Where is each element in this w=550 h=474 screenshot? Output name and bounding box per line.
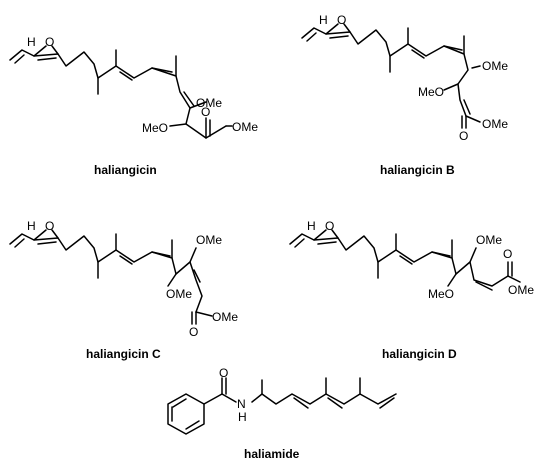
atom-ome-ester: OMe bbox=[232, 120, 258, 134]
atom-o-epoxide: O bbox=[337, 13, 346, 27]
structure-haliangicin-b: H O OMe MeO O OMe bbox=[301, 13, 508, 143]
compound-label-haliangicin-d: haliangicin D bbox=[382, 347, 457, 361]
structure-haliamide: O N H bbox=[167, 366, 397, 435]
atom-o-epoxide: O bbox=[45, 219, 54, 233]
atom-ome-ester: OMe bbox=[212, 310, 238, 324]
atom-h: H bbox=[27, 219, 36, 233]
compound-label-haliangicin: haliangicin bbox=[94, 163, 157, 177]
atom-o-epoxide: O bbox=[45, 35, 54, 49]
structure-haliangicin-d: H O OMe MeO O OMe bbox=[289, 219, 534, 301]
atom-ome-upper: OMe bbox=[476, 233, 502, 247]
atom-meo: MeO bbox=[428, 287, 454, 301]
structure-haliangicin: H O OMe MeO O OMe bbox=[9, 35, 258, 139]
atom-ome-lower: OMe bbox=[166, 287, 192, 301]
structure-haliangicin-c: H O OMe OMe O OMe bbox=[9, 219, 238, 339]
atom-o-carbonyl: O bbox=[189, 325, 198, 339]
atom-meo: MeO bbox=[418, 85, 444, 99]
atom-h: H bbox=[307, 219, 316, 233]
atom-o-carbonyl: O bbox=[459, 129, 468, 143]
compound-label-haliangicin-c: haliangicin C bbox=[86, 347, 161, 361]
atom-ome-upper: OMe bbox=[482, 59, 508, 73]
atom-n: N bbox=[237, 397, 246, 411]
atom-o-carbonyl: O bbox=[201, 105, 210, 119]
atom-o-carbonyl: O bbox=[503, 247, 512, 261]
compound-label-haliangicin-b: haliangicin B bbox=[380, 163, 455, 177]
atom-h: H bbox=[319, 13, 328, 27]
atom-meo: MeO bbox=[142, 121, 168, 135]
atom-ome-upper: OMe bbox=[196, 96, 222, 110]
atom-ome-ester: OMe bbox=[482, 117, 508, 131]
atom-h: H bbox=[238, 410, 247, 424]
atom-h: H bbox=[27, 35, 36, 49]
atom-o-epoxide: O bbox=[325, 219, 334, 233]
atom-o-carbonyl: O bbox=[219, 366, 228, 380]
compound-label-haliamide: haliamide bbox=[244, 447, 300, 461]
atom-ome-upper: OMe bbox=[196, 233, 222, 247]
atom-ome-ester: OMe bbox=[508, 283, 534, 297]
